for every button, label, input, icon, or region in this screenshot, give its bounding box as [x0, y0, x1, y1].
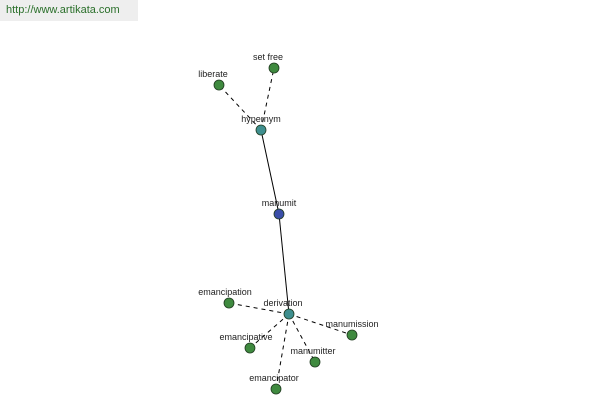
edge-derivation-emancipation	[228, 302, 290, 315]
node-derivation[interactable]	[283, 308, 295, 320]
node-label-set-free[interactable]: set free	[253, 52, 283, 62]
node-manumission[interactable]	[346, 329, 358, 341]
node-emancipative[interactable]	[244, 342, 256, 354]
node-manumit[interactable]	[273, 208, 285, 220]
node-hypernym[interactable]	[255, 124, 267, 136]
node-liberate[interactable]	[213, 79, 225, 91]
graph-labels: manumit hypernym derivation set free liberat…	[198, 52, 378, 383]
node-label-emancipator[interactable]: emancipator	[249, 373, 299, 383]
edge-derivation-manumission	[288, 313, 353, 336]
graph-edges	[218, 67, 353, 390]
site-url-link[interactable]: http://www.artikata.com	[0, 0, 138, 21]
edge-hypernym-set-free	[260, 67, 275, 131]
node-emancipator[interactable]	[270, 383, 282, 395]
node-label-hypernym[interactable]: hypernym	[241, 114, 281, 124]
node-label-manumission[interactable]: manumission	[325, 319, 378, 329]
node-emancipation[interactable]	[223, 297, 235, 309]
edge-derivation-manumitter	[288, 313, 316, 363]
edge-manumit-hypernym	[260, 129, 280, 215]
node-label-manumit[interactable]: manumit	[262, 198, 297, 208]
graph-nodes	[213, 62, 358, 395]
node-label-liberate[interactable]: liberate	[198, 69, 228, 79]
node-label-derivation[interactable]: derivation	[263, 298, 302, 308]
node-label-emancipative[interactable]: emancipative	[219, 332, 272, 342]
node-set-free[interactable]	[268, 62, 280, 74]
edge-hypernym-liberate	[218, 84, 262, 131]
node-label-manumitter[interactable]: manumitter	[290, 346, 335, 356]
node-manumitter[interactable]	[309, 356, 321, 368]
node-label-emancipation[interactable]: emancipation	[198, 287, 252, 297]
edge-derivation-emancipative	[249, 313, 290, 349]
edge-manumit-derivation	[278, 213, 290, 315]
